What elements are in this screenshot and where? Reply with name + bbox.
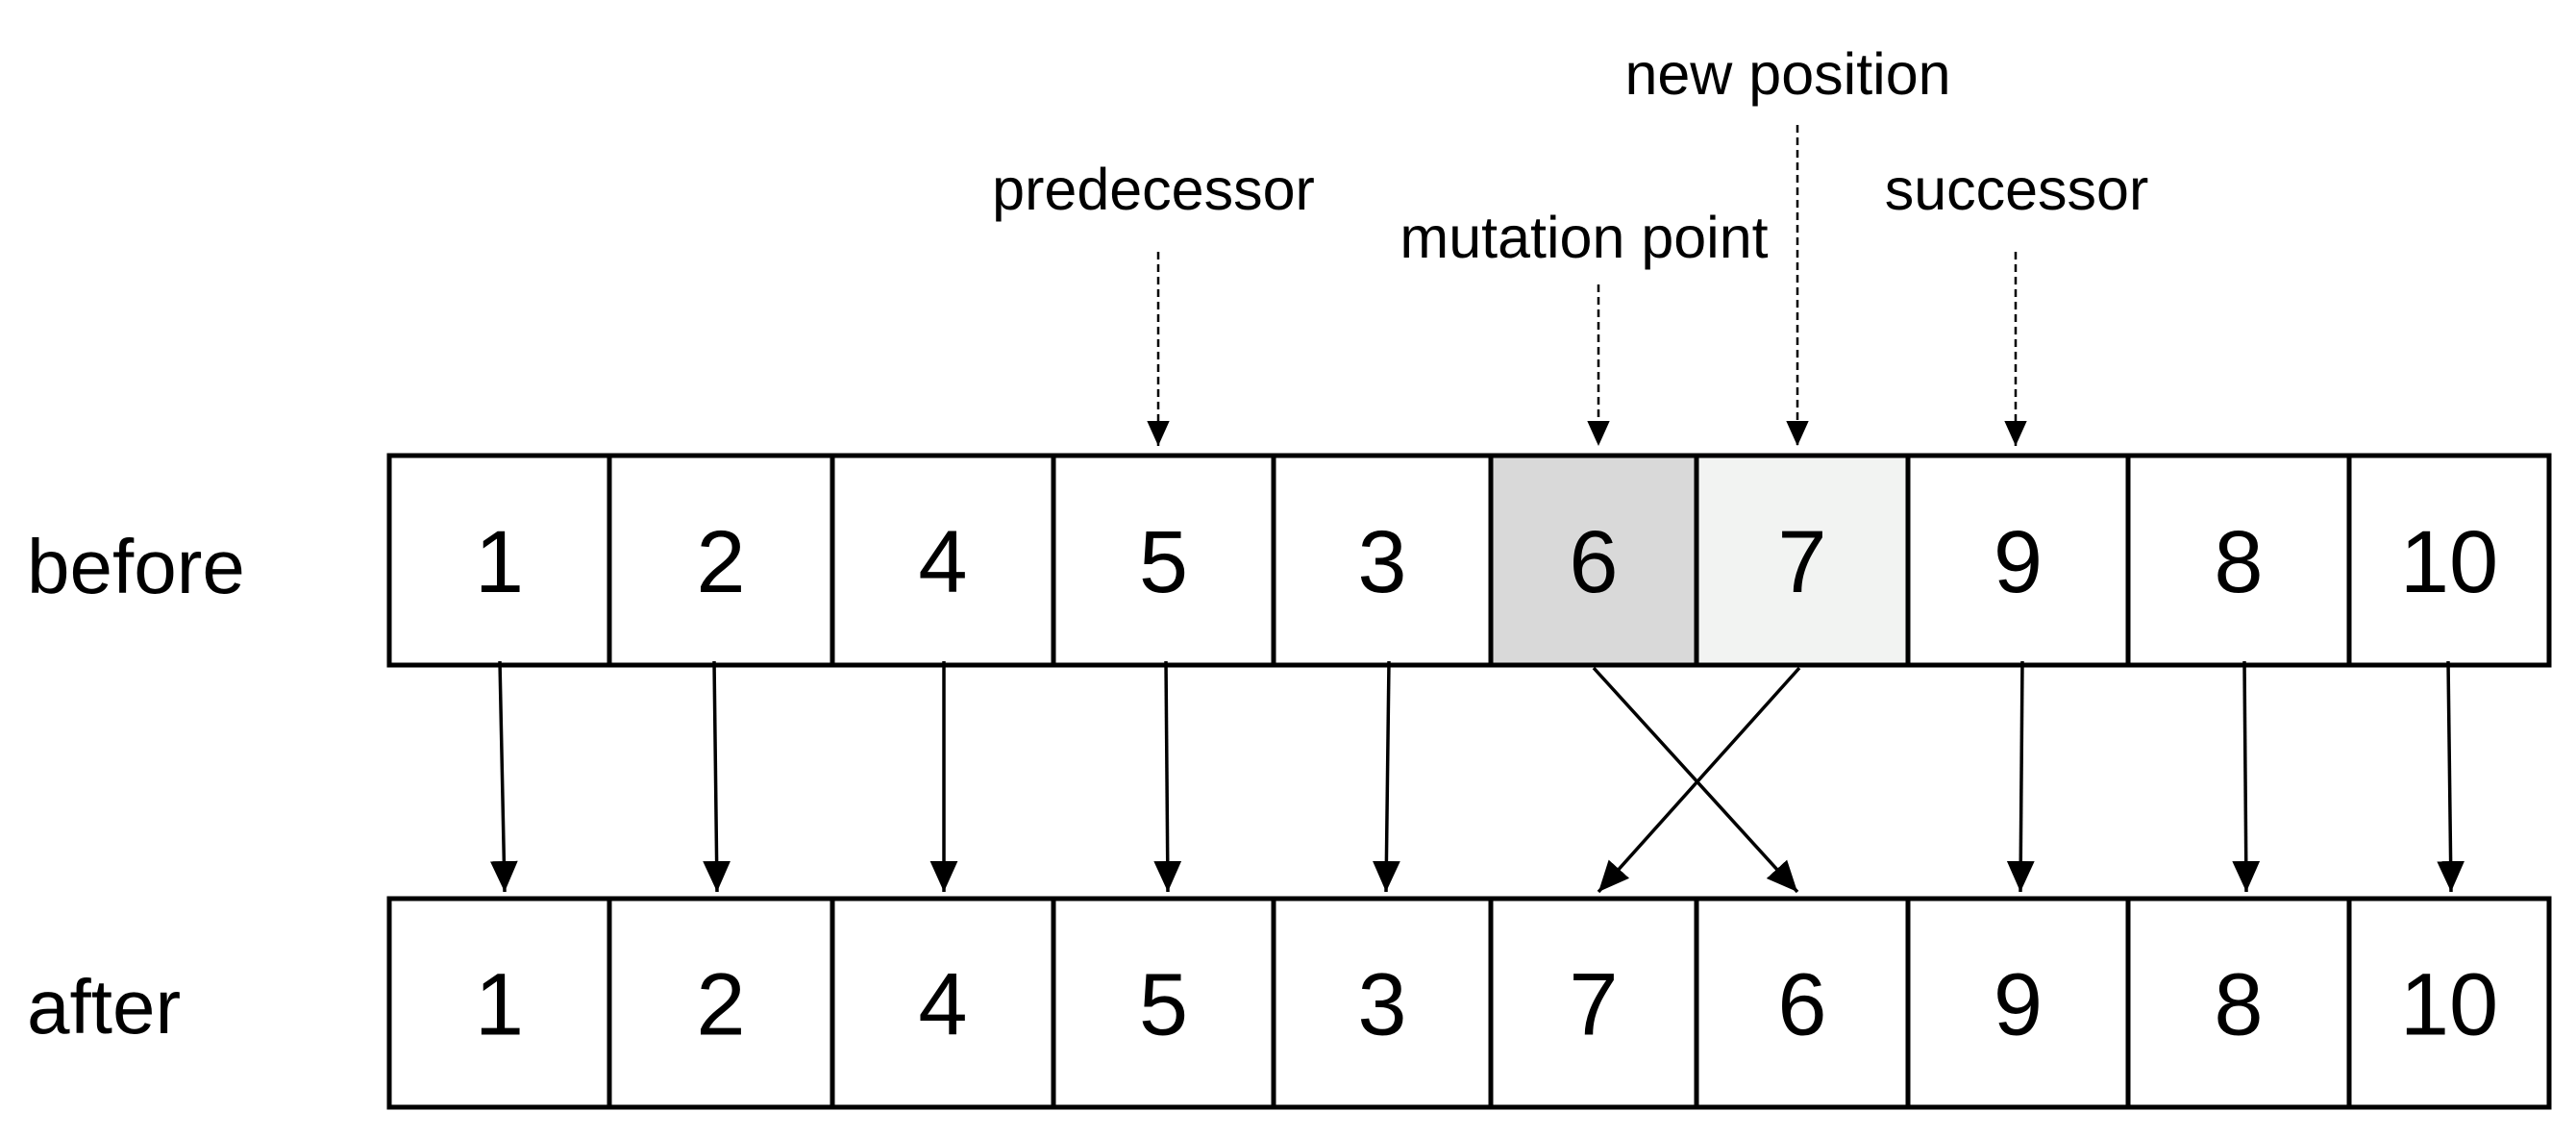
pointer-arrows [1147, 125, 2027, 446]
cell-value-before-8: 9 [1994, 513, 2043, 611]
cell-box-before-5 [1271, 453, 1494, 668]
cell-value-before-5: 3 [1357, 513, 1406, 611]
cell-box-before-1 [386, 453, 612, 668]
mapping-arrow-9-to-9 [2232, 660, 2261, 893]
cell-value-after-2: 2 [696, 956, 745, 1054]
cell-box-before-8 [1905, 453, 2131, 668]
mapping-arrow-2-to-2 [703, 660, 731, 893]
cell-value-after-10: 10 [2400, 956, 2498, 1054]
row-label-before: before [27, 524, 245, 609]
cell-box-before-9 [2125, 453, 2352, 668]
cell-box-after-4 [1051, 896, 1276, 1110]
cell-box-after-7 [1694, 896, 1911, 1110]
cell-value-after-7: 6 [1777, 956, 1826, 1054]
cell-value-after-3: 4 [918, 956, 967, 1054]
annotation-successor: successor [1885, 157, 2149, 222]
row-label-after: after [27, 964, 181, 1050]
cell-box-after-10 [2346, 896, 2552, 1110]
cell-value-before-9: 8 [2214, 513, 2263, 611]
cell-value-before-1: 1 [475, 513, 524, 611]
cell-value-before-6: 6 [1569, 513, 1618, 611]
cell-value-before-4: 5 [1139, 513, 1188, 611]
cell-value-after-5: 3 [1357, 956, 1406, 1054]
cell-box-before-2 [607, 453, 835, 668]
cell-box-before-6 [1488, 453, 1699, 668]
cell-box-after-3 [830, 896, 1056, 1110]
mapping-arrow-7-to-6 [1597, 666, 1801, 894]
cell-value-before-3: 4 [918, 513, 967, 611]
mapping-arrow-1-to-1 [489, 660, 518, 893]
cell-value-after-9: 8 [2214, 956, 2263, 1054]
cell-box-after-2 [607, 896, 835, 1110]
cell-value-before-7: 7 [1777, 513, 1826, 611]
cell-value-after-1: 1 [475, 956, 524, 1054]
mapping-arrow-6-to-7 [1592, 666, 1799, 894]
annotation-new-position: new position [1624, 41, 1950, 107]
mapping-arrow-4-to-4 [1153, 660, 1182, 893]
cell-box-after-9 [2125, 896, 2352, 1110]
cell-value-before-2: 2 [696, 513, 745, 611]
mapping-arrow-5-to-5 [1373, 660, 1400, 893]
mapping-arrow-8-to-8 [2006, 660, 2035, 893]
mapping-arrows [489, 660, 2465, 894]
cell-value-after-4: 5 [1139, 956, 1188, 1054]
annotation-mutation-point: mutation point [1399, 205, 1768, 270]
cell-value-before-10: 10 [2400, 513, 2498, 611]
cell-box-after-8 [1905, 896, 2131, 1110]
cell-box-before-10 [2346, 453, 2552, 668]
cell-value-after-6: 7 [1569, 956, 1618, 1054]
cell-box-after-6 [1488, 896, 1699, 1110]
cell-value-after-8: 9 [1994, 956, 2043, 1054]
mapping-arrow-10-to-10 [2437, 660, 2465, 893]
annotation-predecessor: predecessor [992, 157, 1315, 222]
cell-box-before-7 [1694, 453, 1911, 668]
